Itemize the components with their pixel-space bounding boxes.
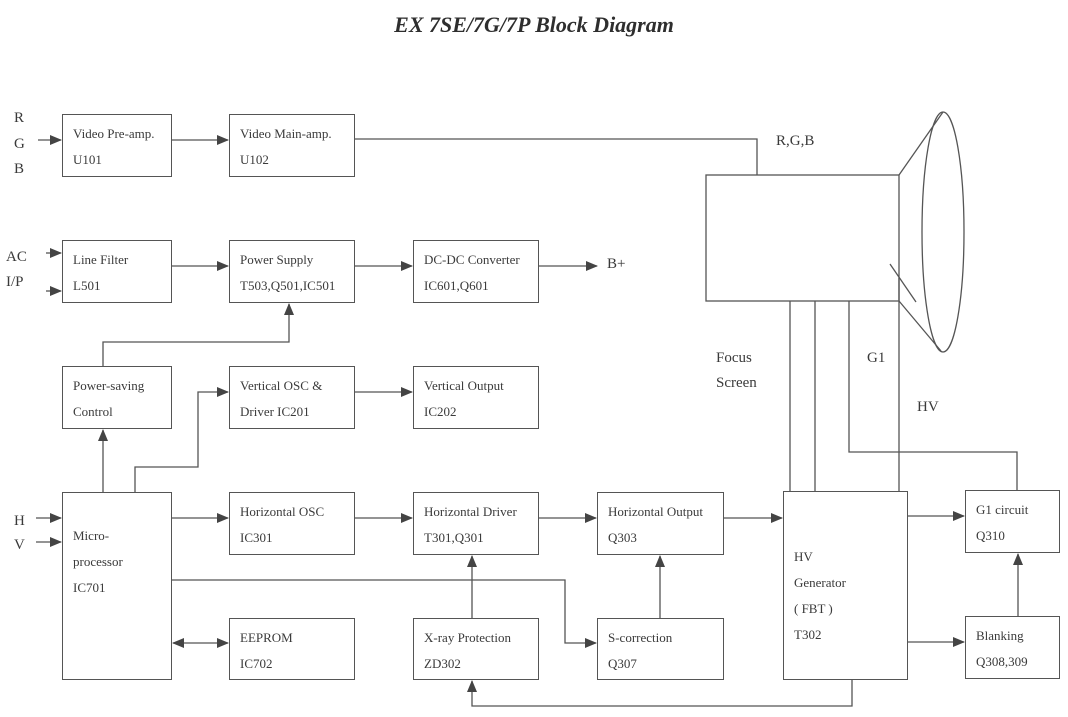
- block-title: EEPROM: [240, 630, 293, 645]
- label-b: B: [14, 161, 25, 177]
- crt-cone-notch: [889, 263, 917, 303]
- block-part: U101: [73, 152, 102, 167]
- block-part: Q307: [608, 656, 637, 671]
- block-title: Power Supply: [240, 252, 314, 267]
- block-line-filter: Line Filter L501: [62, 240, 172, 303]
- block-title: Horizontal Driver: [424, 504, 517, 519]
- block-title: Power-saving: [73, 378, 145, 393]
- block-part: IC601,Q601: [424, 278, 489, 293]
- powersaving-to-powersupply-arrow: [102, 303, 294, 366]
- block-dcdc-converter: DC-DC Converter IC601,Q601: [413, 240, 539, 303]
- block-part: Q303: [608, 530, 637, 545]
- block-part: IC701: [73, 580, 106, 595]
- label-ac: AC: [6, 249, 27, 265]
- label-rgb: R,G,B: [776, 133, 815, 149]
- block-title-2: Generator: [794, 575, 846, 590]
- block-title: Line Filter: [73, 252, 129, 267]
- block-horizontal-output: Horizontal Output Q303: [597, 492, 724, 555]
- block-microprocessor: Micro- processor IC701: [62, 492, 172, 680]
- block-title: Vertical Output: [424, 378, 504, 393]
- label-g1: G1: [867, 350, 886, 366]
- micro-to-scorrection-arrow: [172, 579, 597, 648]
- block-part: IC301: [240, 530, 273, 545]
- g1-line: [848, 301, 1018, 490]
- label-ip: I/P: [6, 274, 24, 290]
- block-power-supply: Power Supply T503,Q501,IC501: [229, 240, 355, 303]
- block-vertical-output: Vertical Output IC202: [413, 366, 539, 429]
- hvgen-to-xray-arrow: [467, 680, 853, 707]
- block-title: DC-DC Converter: [424, 252, 520, 267]
- label-screen: Screen: [716, 375, 757, 391]
- label-g: G: [14, 136, 25, 152]
- block-power-saving: Power-saving Control: [62, 366, 172, 429]
- block-blanking: Blanking Q308,309: [965, 616, 1060, 679]
- block-title: Blanking: [976, 628, 1024, 643]
- label-h: H: [14, 513, 25, 529]
- page-title: EX 7SE/7G/7P Block Diagram: [394, 12, 674, 37]
- block-part: T503,Q501,IC501: [240, 278, 336, 293]
- block-s-correction: S-correction Q307: [597, 618, 724, 680]
- block-part: T301,Q301: [424, 530, 484, 545]
- label-bplus: B+: [607, 256, 626, 272]
- block-title: Horizontal Output: [608, 504, 703, 519]
- block-part: Q310: [976, 528, 1005, 543]
- block-title: Horizontal OSC: [240, 504, 325, 519]
- crt-neck: [705, 174, 900, 302]
- block-video-mainamp: Video Main-amp. U102: [229, 114, 355, 177]
- label-v: V: [14, 537, 25, 553]
- block-title: G1 circuit: [976, 502, 1029, 517]
- block-title: Video Main-amp.: [240, 126, 332, 141]
- block-part: ZD302: [424, 656, 461, 671]
- crt-cone-bottom: [898, 300, 942, 352]
- block-horizontal-osc: Horizontal OSC IC301: [229, 492, 355, 555]
- block-title: Micro-: [73, 528, 110, 543]
- block-part: Q308,309: [976, 654, 1028, 669]
- crt-cone-top: [898, 111, 944, 176]
- block-hv-generator: HV Generator ( FBT ) T302: [783, 491, 908, 680]
- block-part: T302: [794, 627, 822, 642]
- block-vertical-osc: Vertical OSC & Driver IC201: [229, 366, 355, 429]
- label-focus: Focus: [716, 350, 752, 366]
- block-title: HV: [794, 549, 813, 564]
- block-xray-protection: X-ray Protection ZD302: [413, 618, 539, 680]
- block-title: S-correction: [608, 630, 673, 645]
- block-part: Control: [73, 404, 113, 419]
- label-r: R: [14, 110, 25, 126]
- block-g1-circuit: G1 circuit Q310: [965, 490, 1060, 553]
- block-horizontal-driver: Horizontal Driver T301,Q301: [413, 492, 539, 555]
- block-part: Driver IC201: [240, 404, 310, 419]
- block-title: Video Pre-amp.: [73, 126, 155, 141]
- block-title-3: ( FBT ): [794, 601, 833, 616]
- micro-to-verticalosc-arrow: [134, 387, 229, 492]
- block-part: IC202: [424, 404, 457, 419]
- block-title-2: processor: [73, 554, 123, 569]
- label-hv: HV: [917, 399, 939, 415]
- mainamp-to-crt-line: [355, 138, 758, 175]
- block-video-preamp: Video Pre-amp. U101: [62, 114, 172, 177]
- block-eeprom: EEPROM IC702: [229, 618, 355, 680]
- block-part: U102: [240, 152, 269, 167]
- block-part: IC702: [240, 656, 273, 671]
- block-part: L501: [73, 278, 101, 293]
- block-title: Vertical OSC &: [240, 378, 323, 393]
- crt-screen: [921, 111, 965, 353]
- block-title: X-ray Protection: [424, 630, 512, 645]
